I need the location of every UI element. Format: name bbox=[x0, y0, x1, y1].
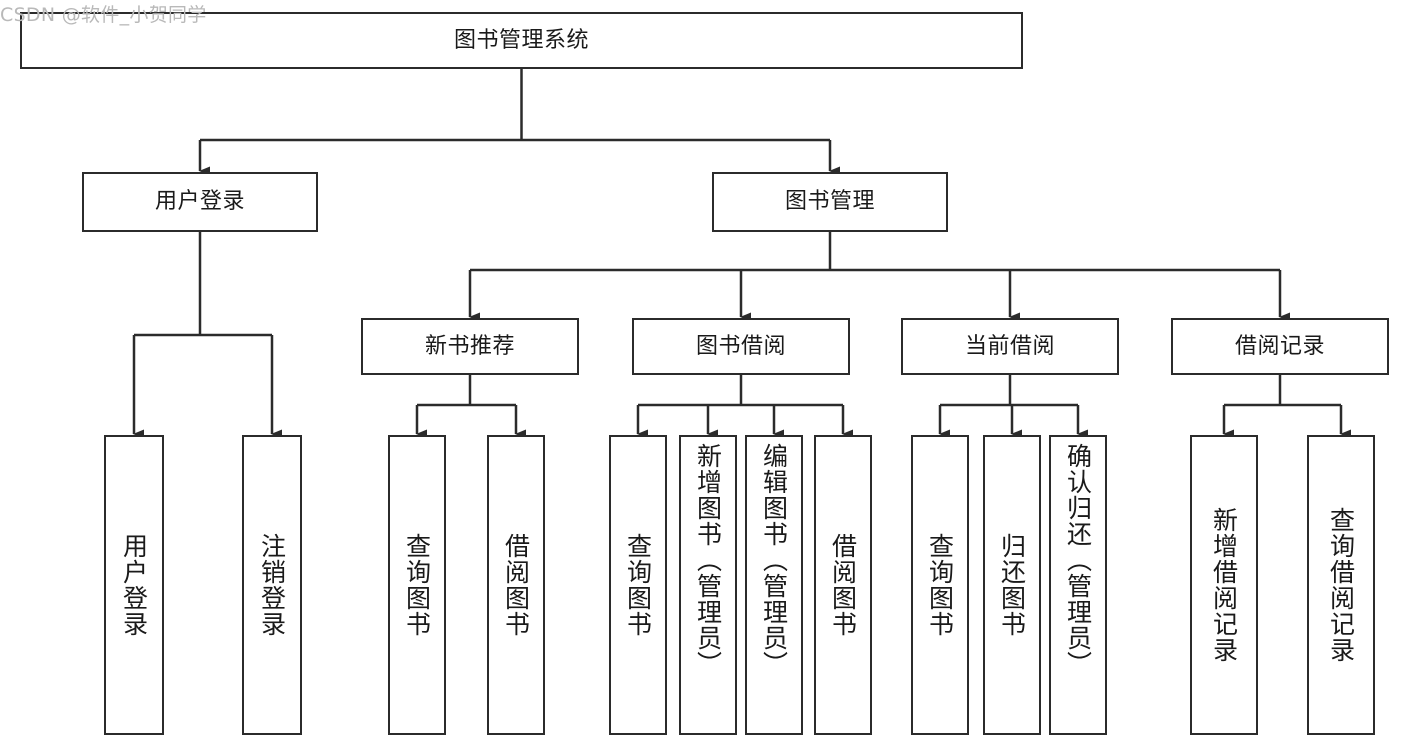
node-label: 新书推荐 bbox=[424, 333, 515, 359]
node-current[interactable]: 当前借阅 bbox=[901, 318, 1119, 375]
node-l_logout[interactable]: 注销登录 bbox=[242, 435, 302, 735]
node-l_bbook1[interactable]: 借阅图书 bbox=[487, 435, 545, 735]
node-label: 编辑图书（管理员） bbox=[759, 443, 789, 677]
node-label: 当前借阅 bbox=[964, 333, 1055, 359]
node-label: 查询图书 bbox=[402, 533, 432, 637]
node-l_confirm[interactable]: 确认归还（管理员） bbox=[1049, 435, 1107, 735]
node-l_qbook2[interactable]: 查询图书 bbox=[609, 435, 667, 735]
node-label: 用户登录 bbox=[154, 189, 245, 215]
node-label: 用户登录 bbox=[119, 533, 149, 637]
node-records[interactable]: 借阅记录 bbox=[1171, 318, 1389, 375]
node-borrow[interactable]: 图书借阅 bbox=[632, 318, 850, 375]
node-label: 查询图书 bbox=[925, 533, 955, 637]
node-newbook[interactable]: 新书推荐 bbox=[361, 318, 579, 375]
node-label: 查询图书 bbox=[623, 533, 653, 637]
node-l_addrec[interactable]: 新增借阅记录 bbox=[1190, 435, 1258, 735]
node-label: 图书借阅 bbox=[695, 333, 786, 359]
node-l_qbook1[interactable]: 查询图书 bbox=[388, 435, 446, 735]
node-l_qrec[interactable]: 查询借阅记录 bbox=[1307, 435, 1375, 735]
node-l_return[interactable]: 归还图书 bbox=[983, 435, 1041, 735]
node-bookmgmt[interactable]: 图书管理 bbox=[712, 172, 948, 232]
node-l_login[interactable]: 用户登录 bbox=[104, 435, 164, 735]
watermark: CSDN @软件_小贺同学 bbox=[0, 4, 207, 26]
node-label: 借阅记录 bbox=[1234, 333, 1325, 359]
node-label: 新增图书（管理员） bbox=[693, 443, 723, 677]
node-label: 注销登录 bbox=[257, 533, 287, 637]
node-login[interactable]: 用户登录 bbox=[82, 172, 318, 232]
node-l_qbook3[interactable]: 查询图书 bbox=[911, 435, 969, 735]
node-root[interactable]: 图书管理系统 bbox=[20, 12, 1023, 69]
node-l_bbook2[interactable]: 借阅图书 bbox=[814, 435, 872, 735]
node-label: 新增借阅记录 bbox=[1209, 507, 1239, 663]
node-l_editbook[interactable]: 编辑图书（管理员） bbox=[745, 435, 803, 735]
node-label: 确认归还（管理员） bbox=[1063, 443, 1093, 677]
node-label: 借阅图书 bbox=[828, 533, 858, 637]
node-label: 借阅图书 bbox=[501, 533, 531, 637]
node-label: 图书管理系统 bbox=[453, 27, 589, 53]
node-label: 查询借阅记录 bbox=[1326, 507, 1356, 663]
node-l_addbook[interactable]: 新增图书（管理员） bbox=[679, 435, 737, 735]
edge-group bbox=[132, 69, 1351, 439]
node-label: 归还图书 bbox=[997, 533, 1027, 637]
node-label: 图书管理 bbox=[784, 189, 875, 215]
